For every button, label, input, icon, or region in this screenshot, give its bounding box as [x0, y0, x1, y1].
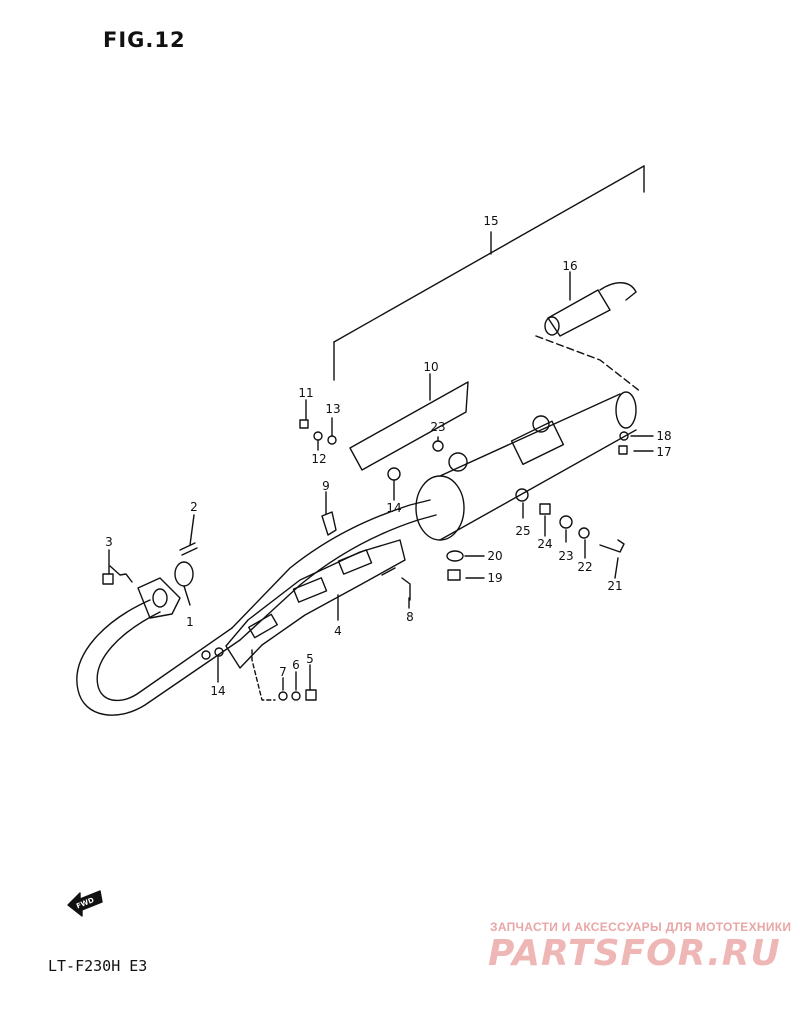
- muffler-protector: [349, 381, 469, 471]
- nut-18: [619, 431, 629, 441]
- assembly-bracket-15: [333, 165, 645, 393]
- callout-4: 4: [334, 624, 342, 638]
- callout-18: 18: [656, 429, 671, 443]
- watermark-tagline: ЗАПЧАСТИ И АКСЕССУАРЫ ДЛЯ МОТОТЕХНИКИ: [490, 920, 792, 934]
- washer-6: [291, 691, 301, 701]
- callout-14-upper: 14: [386, 501, 401, 515]
- callout-19: 19: [487, 571, 502, 585]
- muffler-body: [415, 391, 637, 541]
- bolt-11: [299, 419, 309, 429]
- pipe-bracket: [321, 511, 337, 536]
- washer-12: [313, 431, 323, 441]
- callout-23-upper: 23: [430, 420, 445, 434]
- exhaust-pipe: [76, 499, 437, 716]
- callout-24: 24: [537, 537, 552, 551]
- leader-lines: [108, 271, 654, 691]
- bolt-21: [599, 539, 625, 553]
- callout-9: 9: [322, 479, 330, 493]
- model-code: LT-F230H E3: [48, 957, 148, 975]
- muffler-mount-rear: [532, 415, 550, 433]
- washer-14-lower: [214, 647, 224, 657]
- bolt-5: [305, 689, 317, 701]
- callout-21: 21: [607, 579, 622, 593]
- callout-14-lower: 14: [210, 684, 225, 698]
- cushion-14-upper: [387, 467, 401, 481]
- callout-1: 1: [186, 615, 194, 629]
- callout-5: 5: [306, 652, 314, 666]
- callout-16: 16: [562, 259, 577, 273]
- callout-17: 17: [656, 445, 671, 459]
- washer-23-upper: [432, 440, 444, 452]
- nut-22: [578, 527, 590, 539]
- cushion-25: [515, 488, 529, 502]
- plug-19: [447, 569, 461, 581]
- spacer-24: [539, 503, 551, 515]
- callout-labels: 1 2 3 4 5 6 7 8 9 10 11 12 13 14 14 15 1…: [105, 214, 671, 698]
- figure-title: FIG.12: [103, 28, 186, 52]
- bolt-guide: [251, 649, 276, 701]
- cushion-14-lower: [201, 650, 211, 660]
- callout-22: 22: [577, 560, 592, 574]
- washer-23-lower: [559, 515, 573, 529]
- watermark-brand: PARTSFOR.RU: [488, 933, 781, 974]
- washer-7: [278, 691, 288, 701]
- callout-11: 11: [298, 386, 313, 400]
- callout-25: 25: [515, 524, 530, 538]
- muffler-mount-front: [448, 452, 468, 472]
- callout-8: 8: [406, 610, 414, 624]
- callout-7: 7: [279, 665, 287, 679]
- flange-nut: [102, 565, 133, 585]
- stud-bolt: [179, 542, 198, 556]
- callout-2: 2: [190, 500, 198, 514]
- callout-20: 20: [487, 549, 502, 563]
- callout-23-lower: 23: [558, 549, 573, 563]
- callout-3: 3: [105, 535, 113, 549]
- callout-13: 13: [325, 402, 340, 416]
- callout-15: 15: [483, 214, 498, 228]
- washer-13: [327, 435, 337, 445]
- fwd-arrow-icon: [67, 890, 103, 917]
- exhaust-flange: [137, 577, 181, 619]
- gasket-20: [446, 550, 464, 562]
- callout-6: 6: [292, 658, 300, 672]
- bolt-8: [401, 577, 411, 601]
- bolt-17: [618, 445, 628, 455]
- callout-12: 12: [311, 452, 326, 466]
- spark-arrester: [544, 282, 637, 337]
- exhaust-gasket: [174, 561, 194, 587]
- callout-10: 10: [423, 360, 438, 374]
- pipe-heat-protector: [225, 539, 406, 669]
